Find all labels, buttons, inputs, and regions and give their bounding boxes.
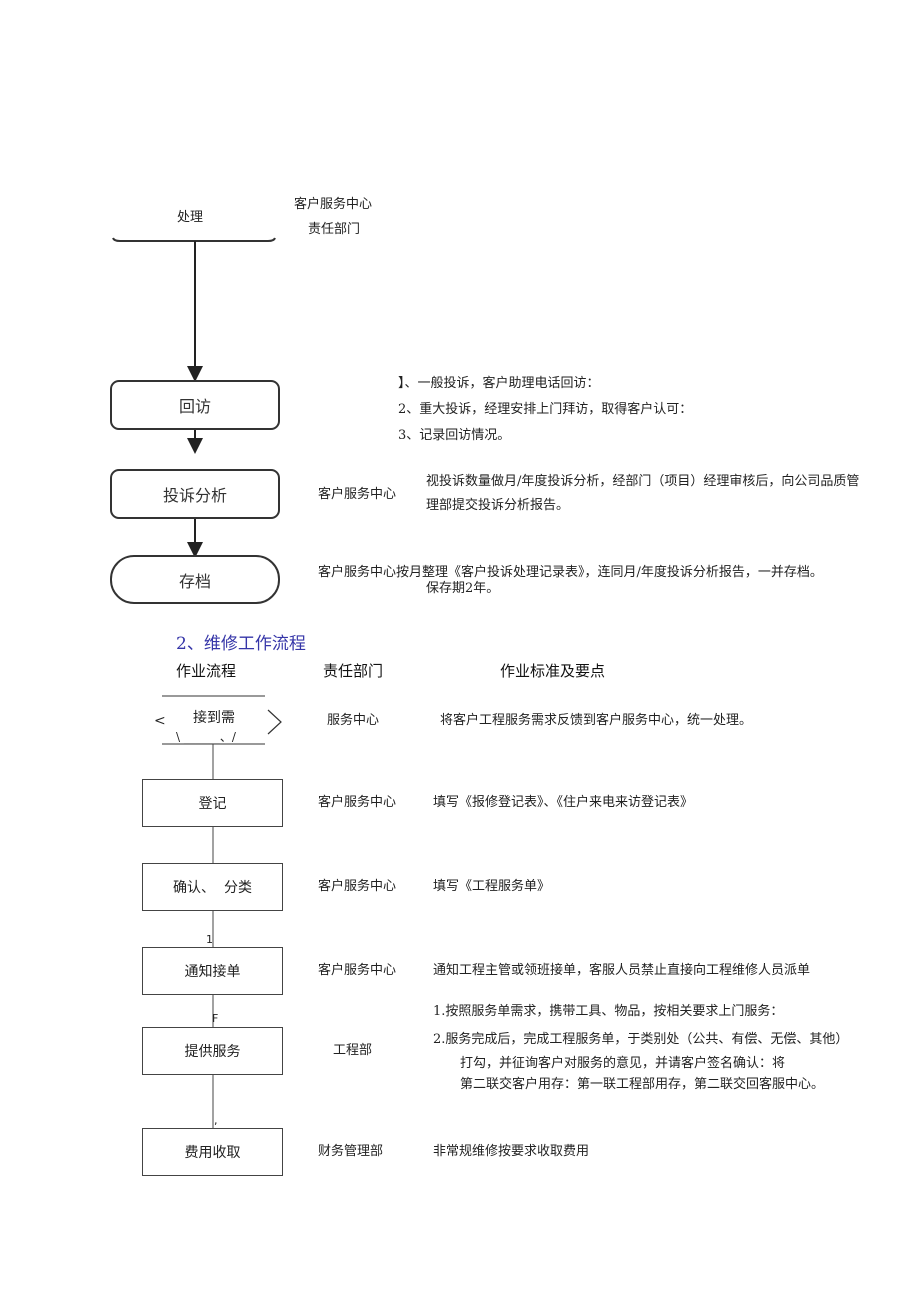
start-step-dept: 服务中心 xyxy=(327,713,380,728)
service-note-4: 第二联交客户用存：第一联工程部用存，第二联交回客服中心。 xyxy=(460,1077,825,1092)
row-fee-standard: 非常规维修按要求收取费用 xyxy=(433,1144,590,1159)
service-note-3: 打勾，并征询客户对服务的意见，并请客户签名确认：将 xyxy=(460,1056,786,1071)
step-analysis-label: 投诉分析 xyxy=(162,486,227,505)
row-fee-dept: 财务管理部 xyxy=(318,1144,384,1159)
step-fee: 费用收取 xyxy=(142,1128,283,1176)
revisit-note-1: 】、一般投诉，客户助理电话回访： xyxy=(398,376,600,391)
start-step-right-chevron xyxy=(267,709,282,735)
start-step-label: 接到需 xyxy=(193,710,235,726)
step-archive-label: 存档 xyxy=(178,571,211,591)
revisit-note-3: 3、记录回访情况。 xyxy=(398,428,511,443)
top-dept-line2: 责任部门 xyxy=(308,222,361,237)
start-step-bottom-mark: \ ______、/ xyxy=(176,730,236,744)
analysis-dept: 客户服务中心 xyxy=(318,487,397,502)
connector-mark-comma: , xyxy=(214,1114,218,1127)
row-service-dept: 工程部 xyxy=(333,1043,373,1058)
analysis-note: 视投诉数量做月/年度投诉分析，经部门（项目）经理审核后，向公司品质管理部提交投诉… xyxy=(426,474,860,513)
top-box-bottom-edge xyxy=(112,237,276,242)
step-service: 提供服务 xyxy=(142,1027,283,1075)
start-step-standard: 将客户工程服务需求反馈到客户服务中心，统一处理。 xyxy=(440,713,753,728)
row-notify-standard: 通知工程主管或领班接单，客服人员禁止直接向工程维修人员派单 xyxy=(433,963,811,978)
flow-connectors-1 xyxy=(112,237,276,558)
row-notify-dept: 客户服务中心 xyxy=(318,963,397,978)
step-confirm-classify: 确认、 分类 xyxy=(142,863,283,911)
section2-title: 2、维修工作流程 xyxy=(176,634,306,654)
archive-note-line1: 客户服务中心按月整理《客户投诉处理记录表》，连同月/年度投诉分析报告，一并存档。 xyxy=(318,565,823,580)
service-note-2: 2.服务完成后，完成工程服务单，于类别处（公共、有偿、无偿、其他） xyxy=(433,1032,849,1047)
step-revisit: 回访 xyxy=(110,380,280,430)
revisit-note-2: 2、重大投诉，经理安排上门拜访，取得客户认可： xyxy=(398,402,693,417)
row-confirm-standard: 填写《工程服务单》 xyxy=(433,879,551,894)
row-register-dept: 客户服务中心 xyxy=(318,795,397,810)
row-register-standard: 填写《报修登记表》、《住户来电来访登记表》 xyxy=(433,795,694,810)
step-notify-label: 通知接单 xyxy=(184,964,241,980)
step-archive: 存档 xyxy=(110,555,280,604)
step-service-label: 提供服务 xyxy=(184,1044,241,1060)
archive-note-line2: 保存期2年。 xyxy=(426,581,500,596)
top-dept-line1: 客户服务中心 xyxy=(294,197,373,212)
connector-mark-1: 1 xyxy=(206,933,213,946)
connector-mark-f: F xyxy=(212,1012,219,1025)
header-dept: 责任部门 xyxy=(323,662,384,680)
service-note-1: 1.按照服务单需求，携带工具、物品，按相关要求上门服务： xyxy=(433,1004,784,1019)
step-revisit-label: 回访 xyxy=(178,397,211,416)
step-analysis: 投诉分析 xyxy=(110,469,280,519)
step-register-label: 登记 xyxy=(198,796,227,812)
header-standard: 作业标准及要点 xyxy=(500,662,606,680)
step-fee-label: 费用收取 xyxy=(184,1145,241,1161)
step-confirm-classify-label: 确认、 分类 xyxy=(173,880,252,896)
step-notify: 通知接单 xyxy=(142,947,283,995)
header-process: 作业流程 xyxy=(176,662,237,680)
start-step-left-mark: < xyxy=(154,713,166,729)
step-register: 登记 xyxy=(142,779,283,827)
top-step-label: 处理 xyxy=(177,210,204,225)
row-confirm-dept: 客户服务中心 xyxy=(318,879,397,894)
